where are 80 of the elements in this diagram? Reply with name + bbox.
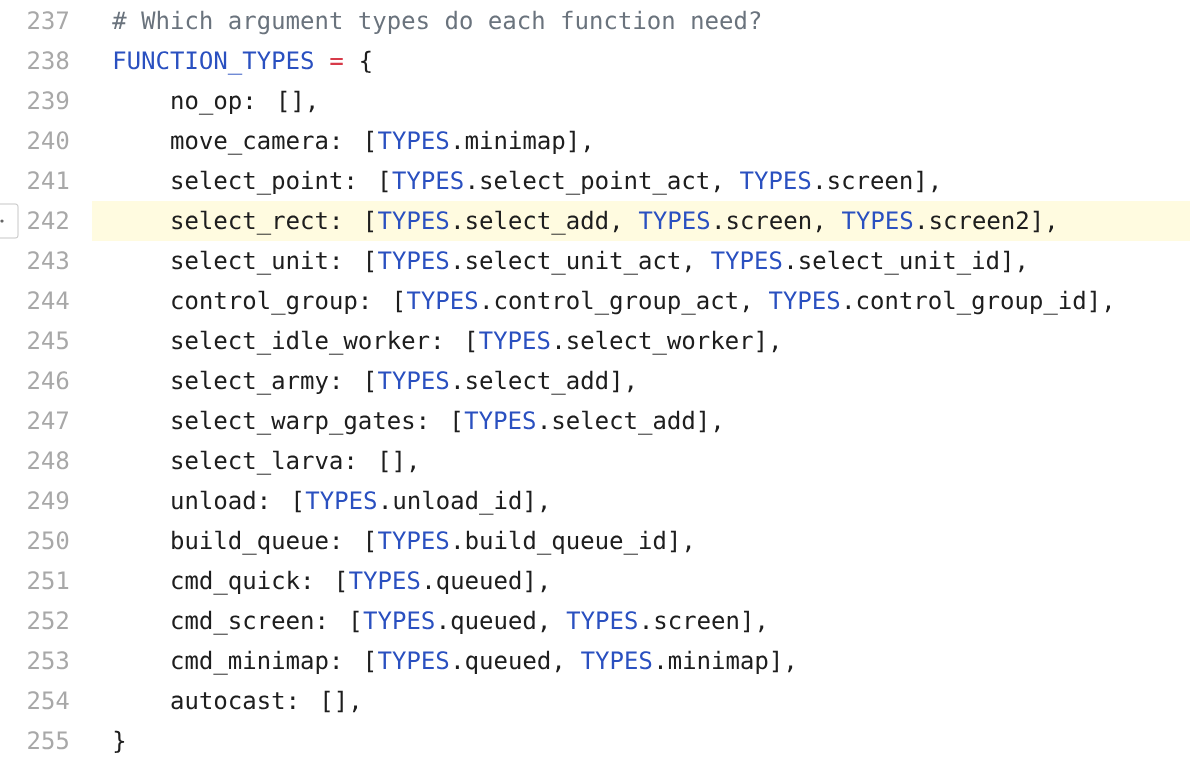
line-number: 248 — [28, 451, 69, 470]
code-text: select_army: [ — [172, 370, 374, 395]
code-text: select_unit: [ — [172, 250, 374, 275]
code-text: .select_add], — [455, 370, 633, 395]
line-number: 249 — [28, 491, 69, 510]
code-operator: = — [330, 58, 343, 65]
code-keyword: TYPES — [378, 371, 449, 390]
code-text: .screen], — [817, 170, 937, 193]
code-keyword: TYPES — [769, 291, 840, 310]
code-text: .select_unit_id], — [789, 250, 1024, 275]
code-text: .screen], — [644, 610, 764, 633]
line-number: 239 — [28, 91, 69, 110]
code-keyword: TYPES — [464, 411, 535, 430]
line-number: 241 — [28, 171, 69, 189]
line-number: 254 — [28, 691, 69, 710]
code-text: control_group: [ — [172, 290, 402, 315]
line-number: 243 — [28, 251, 68, 270]
code-text: cmd_screen: [ — [172, 610, 359, 635]
code-keyword: TYPES — [638, 211, 710, 230]
code-text: select_idle_worker: [ — [172, 330, 475, 355]
line-number: 253 — [28, 651, 68, 670]
code-keyword: TYPES — [392, 171, 463, 190]
code-text: .build_queue_id], — [455, 530, 691, 555]
code-text: build_queue: [ — [172, 530, 374, 555]
code-text: .queued, — [441, 610, 546, 635]
code-text: move_camera: [ — [171, 130, 374, 155]
code-text: select_larva: [], — [172, 450, 415, 475]
code-keyword: FUNCTION_TYPES — [114, 51, 313, 75]
line-number: 240 — [28, 131, 69, 150]
line-number: 238 — [28, 51, 69, 70]
code-keyword: TYPES — [378, 251, 449, 270]
code-comment: # Which argument types do each function need? — [112, 10, 761, 35]
line-number: 244 — [28, 291, 69, 309]
code-keyword: TYPES — [305, 491, 376, 510]
code-keyword: TYPES — [363, 611, 434, 630]
code-text: unload: [ — [172, 490, 301, 513]
code-keyword: TYPES — [581, 651, 652, 670]
code-text: .screen2], — [919, 210, 1053, 233]
code-keyword: TYPES — [378, 211, 449, 230]
line-number: 242 — [28, 211, 68, 229]
code-keyword: TYPES — [378, 531, 449, 550]
code-keyword: TYPES — [842, 211, 913, 230]
code-keyword: TYPES — [378, 651, 449, 670]
code-text: cmd_quick: [ — [172, 570, 345, 595]
code-text: autocast: [], — [171, 690, 357, 713]
line-number: 250 — [28, 531, 69, 550]
code-text: .select_add, — [455, 210, 618, 235]
line-number: 247 — [28, 411, 68, 429]
line-number: 245 — [28, 331, 68, 350]
line-number: 255 — [28, 731, 68, 750]
line-number: 251 — [28, 571, 69, 590]
code-text: .screen, — [716, 215, 821, 233]
code-keyword: TYPES — [479, 331, 550, 350]
code-keyword: TYPES — [566, 611, 637, 630]
code-keyword: TYPES — [349, 571, 420, 590]
line-number: 252 — [28, 611, 68, 630]
code-text: .select_point_act, — [470, 170, 720, 195]
code-text: .select_add], — [542, 410, 720, 435]
code-text: .select_worker], — [557, 330, 777, 355]
code-keyword: TYPES — [406, 291, 478, 310]
code-keyword: TYPES — [740, 171, 811, 190]
code-text: .unload_id], — [383, 490, 546, 515]
code-text: cmd_minimap: [ — [172, 650, 374, 675]
code-text: .queued], — [427, 570, 546, 595]
code-text: select_warp_gates: [ — [172, 410, 460, 435]
code-text: .minimap], — [455, 130, 589, 154]
code-text: .minimap], — [659, 650, 793, 674]
code-text: .control_group_act, — [484, 290, 748, 315]
code-text: no_op: [], — [172, 90, 314, 115]
code-keyword: TYPES — [378, 131, 449, 150]
code-text: select_point: [ — [172, 170, 388, 195]
line-number: 246 — [28, 371, 69, 390]
code-keyword: TYPES — [711, 251, 782, 270]
code-text: { — [361, 50, 371, 73]
code-text: .control_group_id], — [846, 290, 1110, 315]
code-text: .select_unit_act, — [455, 250, 691, 275]
line-number: 237 — [28, 11, 68, 30]
code-text: } — [114, 730, 125, 753]
code-text: .queued, — [455, 650, 561, 675]
code-text: select_rect: [ — [172, 210, 374, 235]
